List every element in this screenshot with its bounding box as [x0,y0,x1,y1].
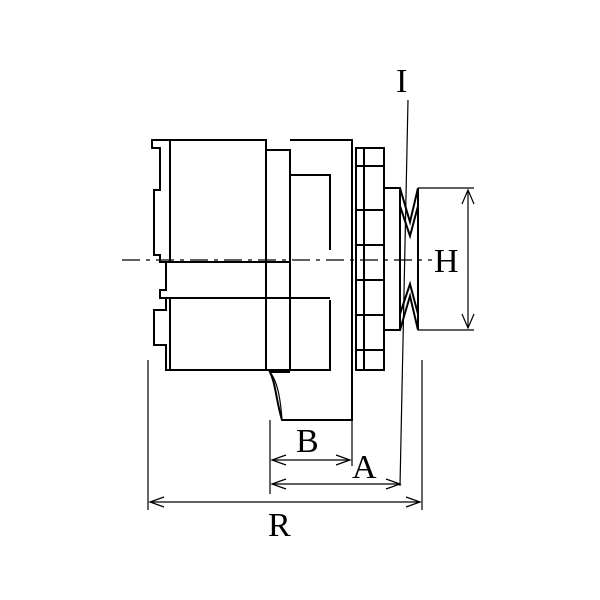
dimension-h: H [418,187,475,331]
label-b: B [296,423,319,460]
dimension-i: I [396,63,409,487]
dimension-b: B [270,423,352,466]
rear-housing [151,139,267,371]
extension-lines [147,360,423,510]
dimension-r: R [148,496,422,544]
front-housing [266,139,353,421]
label-i: I [396,63,407,100]
fan [355,147,385,371]
label-h: H [434,243,459,280]
label-r: R [268,507,291,544]
pulley [383,187,419,331]
label-a: A [352,449,377,486]
dimension-a: A [270,449,402,490]
